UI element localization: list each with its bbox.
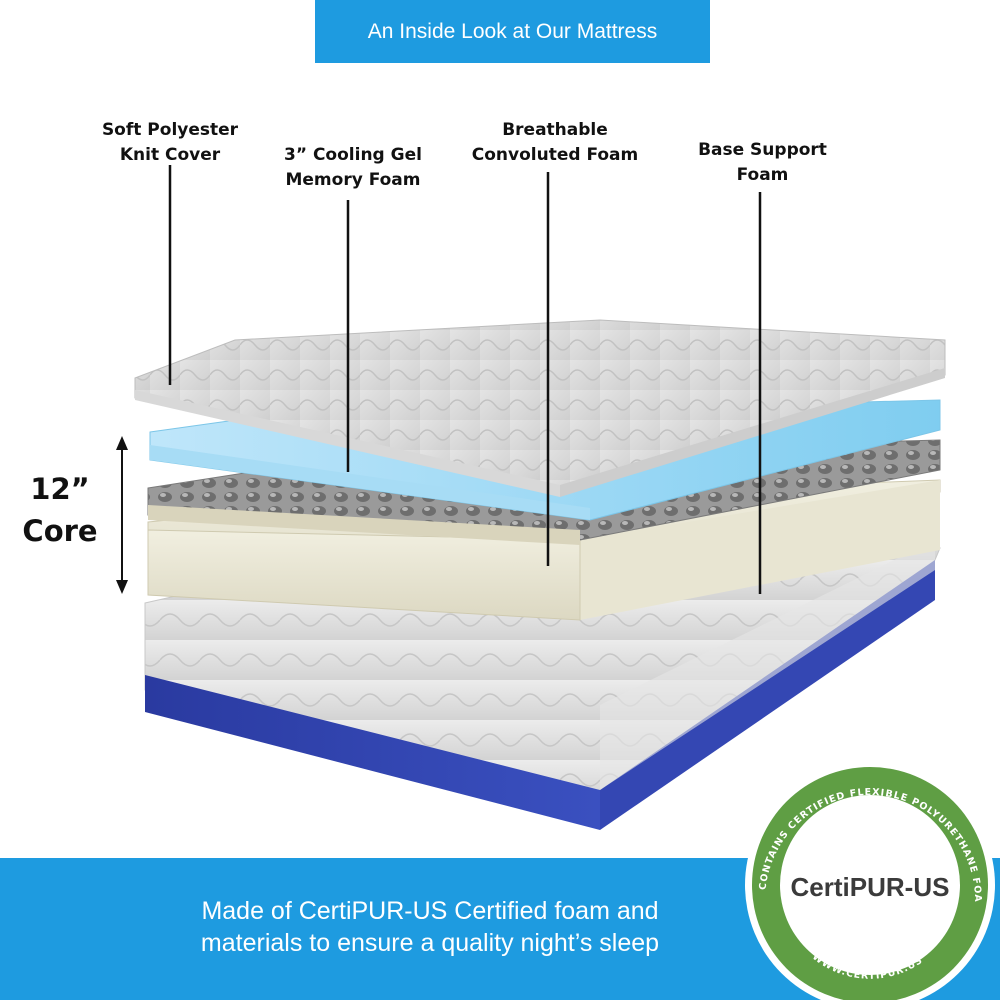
base-layer [144, 540, 941, 830]
core-height-label: 12” Core [20, 468, 100, 552]
label-gel-memory-foam: 3” Cooling Gel Memory Foam [268, 143, 438, 193]
label-convoluted-line1: Breathable [502, 120, 608, 140]
core-height-arrow [116, 436, 128, 594]
label-convoluted-foam: Breathable Convoluted Foam [460, 118, 650, 168]
label-knit-cover: Soft Polyester Knit Cover [85, 118, 255, 168]
footer-line1: Made of CertiPUR-US Certified foam and [201, 897, 659, 925]
header-banner: An Inside Look at Our Mattress [315, 0, 710, 63]
label-gel-line2: Memory Foam [285, 170, 421, 190]
label-convoluted-line2: Convoluted Foam [471, 145, 639, 165]
core-height-value: 12” [30, 472, 90, 506]
label-base-support-foam: Base Support Foam [680, 138, 845, 188]
label-base-line2: Foam [736, 165, 789, 185]
label-knit-cover-line1: Soft Polyester [101, 120, 239, 140]
label-base-line1: Base Support [698, 140, 827, 160]
core-height-word: Core [22, 514, 98, 548]
header-title: An Inside Look at Our Mattress [367, 19, 658, 43]
footer-line2: materials to ensure a quality night’s sl… [200, 929, 660, 957]
label-gel-line1: 3” Cooling Gel [284, 145, 422, 165]
footer-text: Made of CertiPUR-US Certified foam and m… [150, 895, 710, 959]
label-knit-cover-line2: Knit Cover [119, 145, 221, 165]
